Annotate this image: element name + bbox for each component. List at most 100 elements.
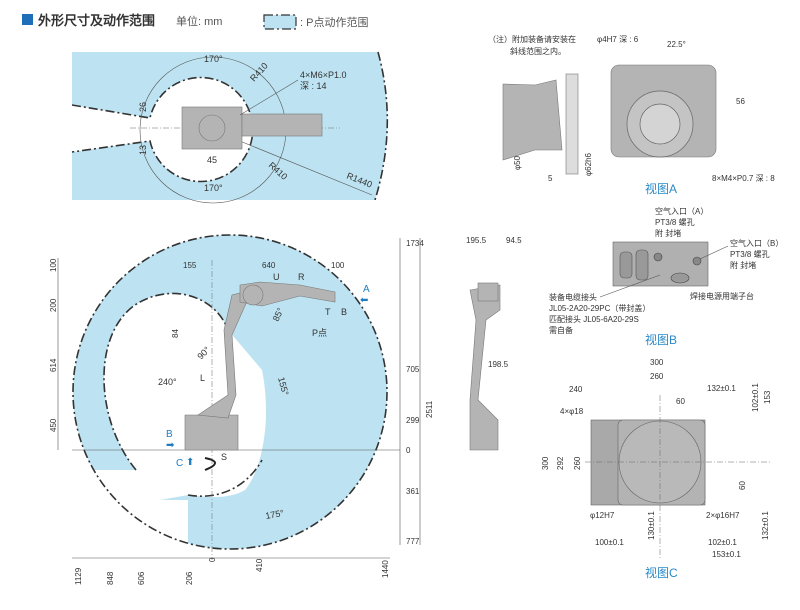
front-view-wrist [477,282,499,302]
view-c-arrow-icon: ⬆ [186,457,194,468]
angle-22-5: 22.5° [667,40,686,49]
dim-c-h292: 292 [556,456,565,470]
view-a: （注）附加装备请安装在 斜线范围之内。 φ4H7 深 : 6 22.5° 56 … [488,34,775,196]
air-a-plug: 附 封堵 [655,228,681,238]
pin-16h7: 2×φ16H7 [706,511,740,520]
dim-94-5: 94.5 [506,236,522,245]
air-inlet-b-port [692,256,702,266]
axis-u: U [273,272,280,282]
bolt-depth: 深 : 14 [300,81,327,91]
legend-swatch-border [263,14,297,30]
side-view: 155 640 100 100 200 84 614 450 1734 705 … [49,234,434,585]
dim-614: 614 [49,358,58,372]
angle-240: 240° [158,377,177,387]
dim-705: 705 [406,365,420,374]
robot-u-joint [242,284,264,306]
dim-right-0: 0 [406,446,411,455]
axis-l: L [200,373,205,383]
top-view-joint [198,114,226,142]
air-b-label: 空气入口（B） [730,238,783,248]
dim-c-260: 260 [650,372,664,381]
view-a-caption: 视图A [645,181,677,196]
connector-2 [635,249,649,281]
view-b: 空气入口（A） PT3/8 螺孔 附 封堵 空气入口（B） PT3/8 螺孔 附… [549,206,783,347]
dim-left-100: 100 [49,258,58,272]
dim-45: 45 [207,155,217,165]
view-a-flange-side [502,79,563,161]
cable-leader [599,274,661,298]
dim-c-300: 300 [650,358,664,367]
dim-13: 13 [138,145,148,155]
view-c: 300 260 240 132±0.1 60 4×φ18 102±0.1 153… [541,358,772,580]
dim-phi62h6: φ62h6 [584,152,593,176]
dim-155: 155 [183,261,197,270]
view-a-arrow-label: A [363,284,370,295]
view-a-arrow-icon: ⬅ [360,295,368,306]
pin-hole-spec: φ4H7 深 : 6 [597,35,639,44]
dim-c-h300: 300 [541,456,550,470]
terminal-block [670,272,690,284]
dim-5: 5 [548,174,553,183]
front-view: 195.5 94.5 198.5 [466,236,522,451]
view-b-arrow-label: B [166,429,173,440]
dim-777: 777 [406,537,420,546]
dim-299: 299 [406,416,420,425]
title-marker [22,14,33,25]
top-view-robot-arm [241,113,323,137]
bolt-leader [239,79,299,116]
dim-56: 56 [736,97,745,106]
mount-holes-spec: 4×φ18 [560,407,584,416]
legend-swatch [264,15,296,29]
dim-c-h260: 260 [573,456,582,470]
air-a-thread: PT3/8 螺孔 [655,217,695,227]
dim-phi50: φ50 [513,155,522,170]
dim-1440: 1440 [381,560,390,578]
dim-c-102-right: 102±0.1 [751,383,760,412]
note-line-1: （注）附加装备请安装在 [488,34,576,44]
header: 外形尺寸及动作范围 单位: mm : P点动作范围 [22,13,368,30]
axis-r: R [298,272,305,282]
top-angle-170-bottom: 170° [204,183,223,193]
angle-155: 155° [276,376,291,397]
air-b-thread: PT3/8 螺孔 [730,249,770,259]
top-view-inner-boundary [71,76,254,183]
dim-c-153-right: 153 [763,390,772,404]
cable-connector-label: 装备电缆接头 [549,292,597,302]
dim-1129: 1129 [74,567,83,585]
dim-84: 84 [171,329,180,338]
connector-1 [619,251,633,279]
dim-c-60-right: 60 [738,481,747,490]
side-view-lower-boundary [187,459,263,497]
dim-c-100: 100±0.1 [595,538,624,547]
axis-s: S [221,452,227,462]
dim-206: 206 [185,571,194,585]
side-view-outer-boundary [72,234,388,550]
note-line-2: 斜线范围之内。 [510,46,566,56]
self-supply-note: 需自备 [549,325,573,335]
side-view-inner-boundary [103,292,229,471]
dim-195-5: 195.5 [466,236,487,245]
dim-c-132-top: 132±0.1 [707,384,736,393]
dim-1734: 1734 [406,239,424,248]
dim-c-132-right: 132±0.1 [761,511,770,540]
dim-640: 640 [262,261,276,270]
dim-c-102-bottom: 102±0.1 [708,538,737,547]
dim-410: 410 [255,558,264,572]
view-a-flange-center [639,103,681,145]
front-view-robot [469,284,501,451]
dim-100: 100 [331,261,345,270]
view-a-mount-plate [565,73,579,175]
legend-label: : P点动作范围 [300,15,368,29]
dim-848: 848 [106,571,115,585]
dim-2511: 2511 [425,400,434,418]
view-c-arrow-label: C [176,458,183,469]
dim-361: 361 [406,487,420,496]
dim-c-153-bottom: 153±0.1 [712,550,741,559]
top-angle-170: 170° [204,54,223,64]
dim-c-60-top: 60 [676,397,685,406]
dim-26: 26 [138,102,148,112]
dim-c-240: 240 [569,385,583,394]
side-void-lower [60,500,188,560]
air-b-plug: 附 封堵 [730,260,756,270]
